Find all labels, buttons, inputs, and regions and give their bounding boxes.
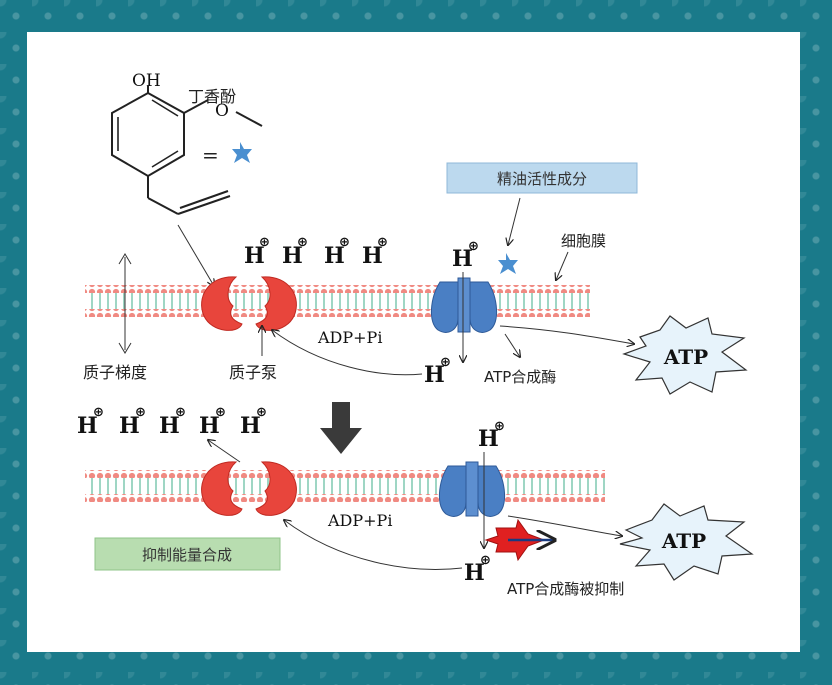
transition-down-arrow <box>320 402 362 454</box>
synthase-proton-plus: ⊕ <box>468 239 479 254</box>
bottom-synthase-proton-h: H <box>478 426 499 452</box>
bottom-atp-arrow <box>507 515 622 536</box>
proton-plus: ⊕ <box>93 405 104 420</box>
bottom-atp-label: ATP <box>661 529 706 553</box>
proton-plus: ⊕ <box>256 405 267 420</box>
inhibit-energy-label: 抑制能量合成 <box>142 546 232 564</box>
proton-h: H <box>244 243 265 269</box>
essential-oil-label: 精油活性成分 <box>497 170 587 188</box>
proton-h: H <box>324 243 345 269</box>
synthase-inhibited-label: ATP合成酶被抑制 <box>507 580 624 598</box>
eugenol-structure: OH O 丁香酚 = <box>82 71 292 217</box>
bottom-membrane <box>85 470 605 502</box>
proton-h: H <box>119 413 140 439</box>
oil-to-star-arrow <box>508 197 521 245</box>
membrane-label: 细胞膜 <box>561 232 606 250</box>
bottom-return-curve <box>284 520 463 570</box>
proton-plus: ⊕ <box>215 405 226 420</box>
synthase-proton-h: H <box>452 246 473 272</box>
equals-sign: = <box>202 143 219 167</box>
top-atp-arrow <box>499 325 634 344</box>
bottom-lower-proton-plus: ⊕ <box>480 553 491 568</box>
proton-plus: ⊕ <box>339 235 350 250</box>
bottom-adp-label: ADP+Pi <box>327 511 392 530</box>
top-membrane <box>85 285 590 317</box>
bottom-atp-burst <box>619 503 754 581</box>
top-atp-burst <box>622 315 748 395</box>
membrane-label-arrow <box>556 251 569 280</box>
inhibit-energy-box <box>94 537 281 571</box>
synthase-label-arrow <box>504 333 520 357</box>
top-atp-label: ATP <box>663 345 708 369</box>
oh-label: OH <box>132 71 161 91</box>
gradient-label: 质子梯度 <box>83 363 147 382</box>
proton-h: H <box>199 413 220 439</box>
bottom-pump-arrow <box>208 440 241 463</box>
eugenol-name: 丁香酚 <box>188 87 236 106</box>
proton-h: H <box>159 413 180 439</box>
synthase-label: ATP合成酶 <box>484 368 556 386</box>
lower-proton-plus: ⊕ <box>440 355 451 370</box>
bottom-proton-group: H ⊕ H ⊕ H ⊕ H ⊕ H ⊕ <box>77 405 267 439</box>
proton-h: H <box>282 243 303 269</box>
oil-star-icon <box>498 253 518 274</box>
proton-h: H <box>240 413 261 439</box>
proton-plus: ⊕ <box>297 235 308 250</box>
top-proton-group: H ⊕ H ⊕ H ⊕ H ⊕ <box>244 235 388 269</box>
methoxy-o-label: O <box>215 101 229 121</box>
structure-to-pump-arrow <box>177 224 214 286</box>
bottom-synthase-proton-plus: ⊕ <box>494 419 505 434</box>
bottom-proton-pump <box>201 461 297 516</box>
bottom-atp-synthase <box>439 461 505 517</box>
structure-background <box>82 92 292 217</box>
top-return-curve <box>272 330 423 376</box>
top-atp-synthase <box>431 277 497 333</box>
pump-label: 质子泵 <box>229 363 277 382</box>
proton-plus: ⊕ <box>377 235 388 250</box>
bottom-lower-proton-h: H <box>464 560 485 586</box>
proton-h: H <box>362 243 383 269</box>
essential-oil-box <box>446 162 638 194</box>
eugenol-star-icon <box>232 142 252 163</box>
top-adp-label: ADP+Pi <box>317 328 382 347</box>
proton-plus: ⊕ <box>135 405 146 420</box>
proton-h: H <box>77 413 98 439</box>
top-proton-pump <box>201 276 297 331</box>
lower-proton-h: H <box>424 362 445 388</box>
proton-plus: ⊕ <box>175 405 186 420</box>
proton-plus: ⊕ <box>259 235 270 250</box>
